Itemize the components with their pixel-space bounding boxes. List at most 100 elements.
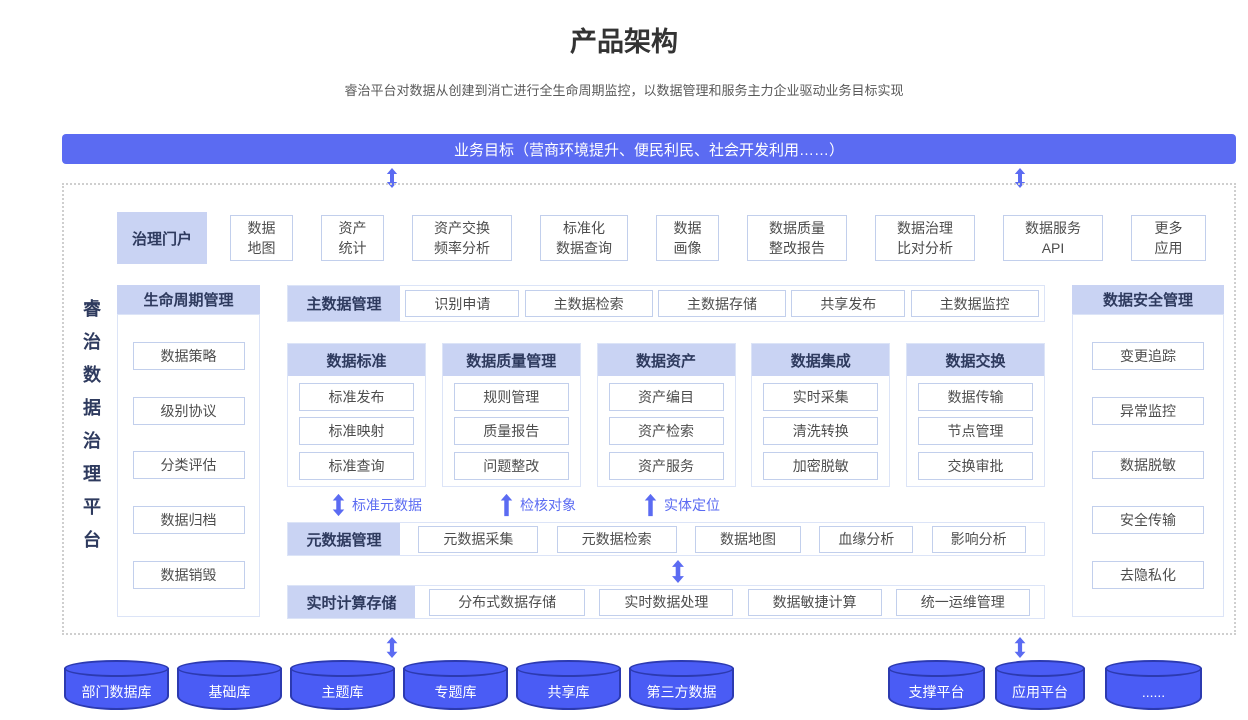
lifecycle-panel: 生命周期管理 数据策略 级别协议 分类评估 数据归档 数据销毁 bbox=[117, 285, 260, 617]
master-data-item: 识别申请 bbox=[405, 290, 520, 317]
database-cylinder: 基础库 bbox=[177, 660, 282, 710]
column-item: 规则管理 bbox=[453, 382, 569, 411]
cylinder-top bbox=[177, 660, 282, 677]
master-data-item: 共享发布 bbox=[791, 290, 906, 317]
portal-item: 标准化 数据查询 bbox=[540, 215, 628, 261]
updown-arrow-icon bbox=[671, 560, 685, 583]
column-item: 标准映射 bbox=[299, 417, 414, 445]
lifecycle-item: 数据策略 bbox=[132, 341, 245, 370]
flow-label: 检核对象 bbox=[520, 497, 576, 513]
column-body: 实时采集 清洗转换 加密脱敏 bbox=[752, 376, 889, 486]
business-goal-label: 业务目标（营商环境提升、便民利民、社会开发利用……） bbox=[453, 141, 844, 159]
column-data-exchange: 数据交换 数据传输 节点管理 交换审批 bbox=[906, 343, 1045, 487]
portal-item: 资产 统计 bbox=[321, 215, 384, 261]
column-header: 数据集成 bbox=[752, 344, 890, 376]
portal-header: 治理门户 bbox=[117, 212, 207, 264]
up-arrow-icon bbox=[500, 493, 513, 517]
platform-label: ...... bbox=[1141, 684, 1166, 700]
lifecycle-header: 生命周期管理 bbox=[117, 285, 260, 314]
security-item: 去隐私化 bbox=[1092, 561, 1204, 590]
cylinder-body bbox=[64, 668, 169, 710]
platform-name-vertical: 睿治数据治理平台 bbox=[81, 299, 101, 563]
column-item: 节点管理 bbox=[918, 417, 1033, 445]
database-cylinder: 共享库 bbox=[516, 660, 621, 710]
metadata-header: 元数据管理 bbox=[288, 523, 400, 555]
column-item: 标准发布 bbox=[299, 382, 414, 411]
column-item: 加密脱敏 bbox=[763, 451, 879, 480]
flow-check-object: 检核对象 bbox=[500, 492, 576, 518]
portal-item: 数据 画像 bbox=[656, 215, 719, 261]
portal-item: 资产交换 频率分析 bbox=[412, 215, 512, 261]
cylinder-body bbox=[629, 668, 734, 710]
platform-container: 睿治数据治理平台 治理门户 数据 地图 资产 统计 资产交换 频率分析 标准化 … bbox=[62, 183, 1236, 635]
column-item: 质量报告 bbox=[453, 417, 569, 445]
cylinder-top bbox=[290, 660, 395, 677]
database-label: 专题库 bbox=[434, 684, 477, 700]
database-label: 共享库 bbox=[547, 684, 590, 700]
up-arrow-icon bbox=[644, 493, 657, 517]
capability-columns: 数据标准 标准发布 标准映射 标准查询 数据质量管理 规则管理 质量报告 问题整… bbox=[287, 343, 1045, 487]
cylinder-top bbox=[516, 660, 621, 677]
cylinder-top bbox=[629, 660, 734, 677]
column-item: 资产服务 bbox=[608, 451, 724, 480]
column-item: 交换审批 bbox=[918, 451, 1033, 480]
master-data-item: 主数据存储 bbox=[657, 290, 786, 317]
master-data-item: 主数据检索 bbox=[524, 290, 653, 317]
updown-arrow-icon bbox=[332, 493, 345, 517]
metadata-item: 元数据检索 bbox=[556, 525, 677, 553]
database-label: 主题库 bbox=[321, 684, 364, 700]
metadata-item: 数据地图 bbox=[694, 525, 801, 553]
portal-items-row: 数据 地图 资产 统计 资产交换 频率分析 标准化 数据查询 数据 画像 数据质… bbox=[230, 215, 1206, 261]
master-data-item: 主数据监控 bbox=[910, 290, 1039, 317]
metadata-item: 元数据采集 bbox=[418, 525, 539, 553]
column-data-integration: 数据集成 实时采集 清洗转换 加密脱敏 bbox=[751, 343, 891, 487]
lifecycle-item: 数据销毁 bbox=[132, 561, 245, 590]
database-label: 基础库 bbox=[208, 684, 251, 700]
column-item: 资产编目 bbox=[608, 382, 724, 411]
page-subtitle: 睿治平台对数据从创建到消亡进行全生命周期监控，以数据管理和服务主力企业驱动业务目… bbox=[344, 83, 904, 98]
realtime-item: 统一运维管理 bbox=[895, 588, 1030, 616]
realtime-item: 分布式数据存储 bbox=[429, 588, 586, 616]
metadata-item: 影响分析 bbox=[931, 525, 1026, 553]
portal-item: 数据 地图 bbox=[230, 215, 293, 261]
column-item: 实时采集 bbox=[763, 382, 879, 411]
master-data-header: 主数据管理 bbox=[288, 286, 400, 321]
database-label: 部门数据库 bbox=[81, 684, 152, 700]
master-data-row: 主数据管理 识别申请 主数据检索 主数据存储 共享发布 主数据监控 bbox=[287, 285, 1045, 322]
flow-label: 实体定位 bbox=[664, 497, 720, 513]
lifecycle-item: 数据归档 bbox=[132, 506, 245, 535]
metadata-items: 元数据采集 元数据检索 数据地图 血缘分析 影响分析 bbox=[400, 523, 1044, 555]
realtime-storage-items: 分布式数据存储 实时数据处理 数据敏捷计算 统一运维管理 bbox=[415, 586, 1044, 618]
flow-standard-metadata: 标准元数据 bbox=[332, 492, 422, 518]
column-data-asset: 数据资产 资产编目 资产检索 资产服务 bbox=[596, 343, 736, 487]
column-item: 资产检索 bbox=[608, 417, 724, 445]
lifecycle-body: 数据策略 级别协议 分类评估 数据归档 数据销毁 bbox=[117, 314, 260, 617]
portal-item: 数据服务 API bbox=[1003, 215, 1103, 261]
portal-item: 更多 应用 bbox=[1131, 215, 1206, 261]
security-panel: 数据安全管理 变更追踪 异常监控 数据脱敏 安全传输 去隐私化 bbox=[1072, 285, 1224, 617]
column-header: 数据标准 bbox=[288, 344, 425, 376]
security-item: 数据脱敏 bbox=[1092, 451, 1204, 480]
platform-cylinders-group: 支撑平台 应用平台 ...... bbox=[888, 660, 1202, 710]
lifecycle-item: 级别协议 bbox=[132, 396, 245, 425]
cylinder-top bbox=[888, 660, 985, 677]
column-item: 数据传输 bbox=[918, 382, 1033, 411]
updown-arrow-icon bbox=[385, 637, 399, 658]
column-header: 数据质量管理 bbox=[442, 344, 580, 376]
metadata-row: 元数据管理 元数据采集 元数据检索 数据地图 血缘分析 影响分析 bbox=[287, 522, 1045, 556]
database-cylinder: 专题库 bbox=[403, 660, 508, 710]
platform-cylinder: ...... bbox=[1105, 660, 1202, 710]
lifecycle-item: 分类评估 bbox=[132, 451, 245, 480]
flow-label: 标准元数据 bbox=[352, 497, 422, 513]
cylinder-top bbox=[64, 660, 169, 677]
database-cylinder: 主题库 bbox=[290, 660, 395, 710]
security-header: 数据安全管理 bbox=[1072, 285, 1224, 314]
security-item: 异常监控 bbox=[1092, 396, 1204, 425]
master-data-items: 识别申请 主数据检索 主数据存储 共享发布 主数据监控 bbox=[400, 286, 1044, 321]
portal-item: 数据质量 整改报告 bbox=[747, 215, 847, 261]
database-cylinder: 部门数据库 bbox=[64, 660, 169, 710]
portal-item: 数据治理 比对分析 bbox=[875, 215, 975, 261]
column-header: 数据交换 bbox=[907, 344, 1044, 376]
column-data-quality: 数据质量管理 规则管理 质量报告 问题整改 bbox=[441, 343, 581, 487]
